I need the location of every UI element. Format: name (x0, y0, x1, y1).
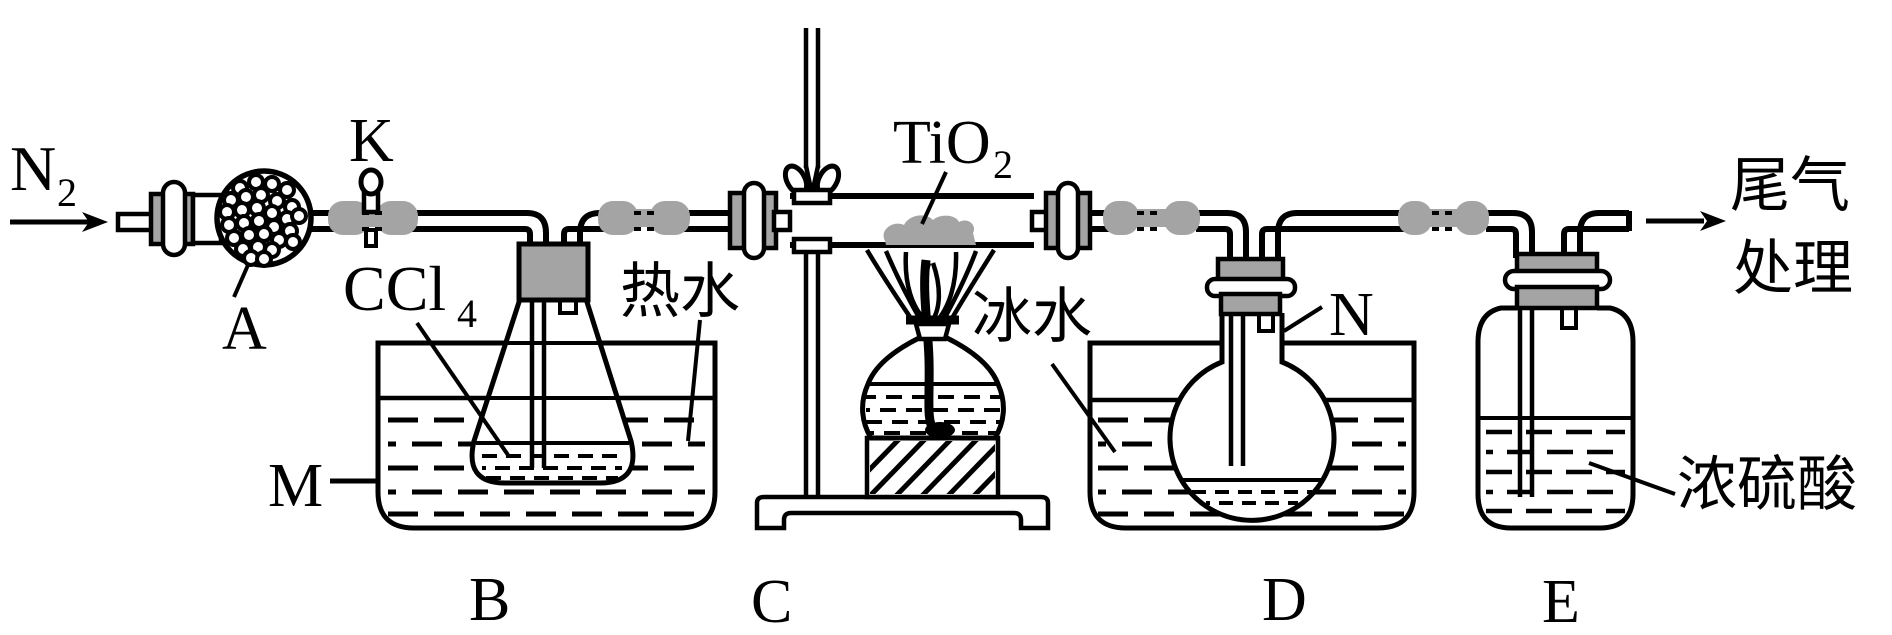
stand-c-label: C (751, 568, 792, 635)
text-labels: N 2 K A CCl 4 热水 M B TiO 2 C 冰水 N D E 浓硫… (10, 107, 1857, 635)
stand-clamp (782, 163, 842, 255)
flask-n-label: N (1329, 281, 1374, 349)
tio2-solid (883, 215, 976, 245)
ice-water-label: 冰水 (972, 284, 1092, 350)
ccl4-liquid (482, 454, 622, 480)
leader-lines (232, 171, 1676, 496)
inlet-arrow-head (82, 212, 108, 232)
hot-water-label: 热水 (620, 259, 740, 325)
rubber-joint-4 (1398, 201, 1489, 235)
flask-n-stopper (1204, 256, 1298, 317)
gas-piping (311, 210, 1632, 263)
bottle-e-label: E (1542, 568, 1580, 635)
heat-block (864, 435, 1001, 500)
leader-ccl4 (415, 321, 510, 457)
flask-b-inlet-tube (529, 299, 547, 468)
drying-bulb-a (115, 168, 314, 268)
flask-b-label: B (469, 566, 510, 634)
stoppers (516, 180, 1613, 317)
pinch-valve-k (358, 167, 384, 248)
bottle-e-inlet-tube (1517, 308, 1535, 497)
tube-left-stopper (727, 180, 793, 261)
n2-subscript: 2 (57, 170, 77, 215)
flow-arrows (10, 211, 1726, 232)
flask-n-liquid (1192, 490, 1312, 505)
n2-label: N (10, 133, 56, 204)
leader-ice-water (1050, 362, 1117, 454)
rubber-joints (328, 201, 1489, 235)
flame (865, 248, 996, 324)
bulb-a-label: A (222, 295, 267, 363)
leader-a (232, 264, 250, 298)
gas-washing-bottle-e (1475, 305, 1636, 531)
reaction-tube (772, 193, 1048, 248)
lamp-wick (920, 259, 938, 434)
tail-gas-label-line2: 处理 (1733, 236, 1853, 302)
ccl4-label: CCl (343, 253, 446, 324)
sulfuric-acid (1486, 429, 1625, 514)
tail-gas-label-line1: 尾气 (1730, 153, 1850, 219)
iron-stand (754, 28, 1051, 531)
flask-n-inlet-tube (1228, 314, 1246, 466)
flask-b-stopper (516, 241, 591, 303)
bath-d-label: D (1262, 566, 1307, 634)
tio2-subscript: 2 (993, 142, 1013, 187)
leader-acid (1588, 461, 1676, 496)
outlet-arrow-head (1700, 211, 1726, 231)
leader-tio2 (920, 171, 948, 225)
leader-n (1282, 305, 1324, 333)
stand-base (754, 494, 1051, 531)
ccl4-subscript: 4 (457, 291, 477, 336)
lamp-mouth (913, 321, 952, 342)
rubber-joint-3 (1103, 201, 1200, 235)
bottle-e-stopper (1502, 251, 1613, 311)
rubber-joint-2 (598, 201, 690, 235)
round-flask-n (1167, 312, 1337, 523)
bottle-e-outlet-stub (1560, 306, 1578, 330)
tube-right-stopper (1029, 180, 1093, 261)
valve-k-label: K (349, 107, 394, 175)
desiccant-granules (218, 173, 308, 268)
tio2-label: TiO (893, 109, 991, 177)
flask-n-outlet-stub (1257, 312, 1275, 333)
leader-hot-water (686, 319, 702, 442)
conc-sulfuric-acid-label: 浓硫酸 (1677, 452, 1857, 518)
conical-flask-b (469, 296, 636, 486)
bath-m-label: M (268, 452, 323, 520)
